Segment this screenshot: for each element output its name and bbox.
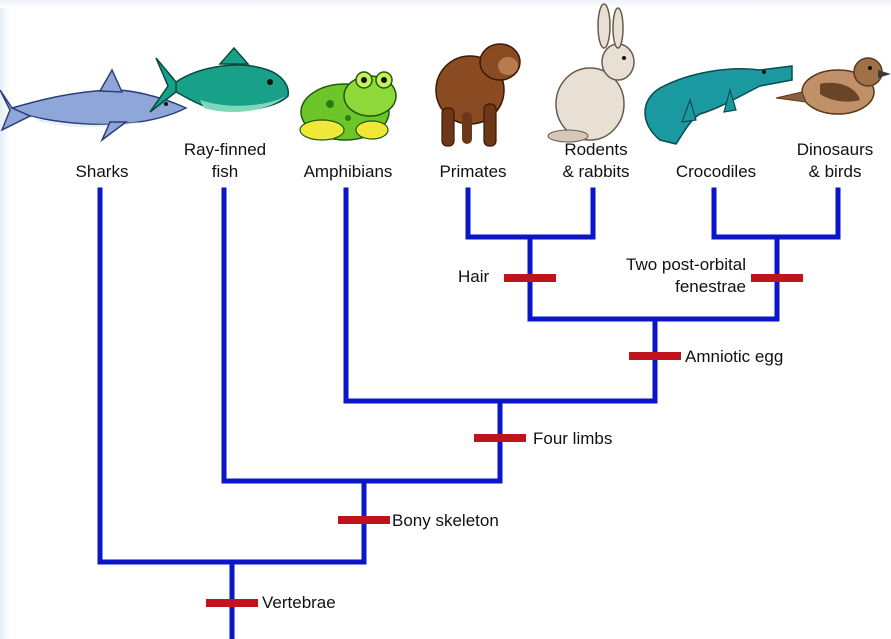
trait-label-four-limbs: Four limbs (533, 428, 612, 450)
trait-mark-hair (504, 274, 556, 282)
taxon-label-primates: Primates (418, 161, 528, 183)
trait-mark-vertebrae (206, 599, 258, 607)
frog-icon (300, 72, 396, 140)
trait-label-vertebrae: Vertebrae (262, 592, 336, 614)
taxon-label-amphibians: Amphibians (288, 161, 408, 183)
trait-mark-amniotic-egg (629, 352, 681, 360)
trait-label-hair: Hair (458, 266, 489, 288)
taxon-label-ray-finned-fish: Ray-finned fish (166, 139, 284, 183)
trait-label-amniotic-egg: Amniotic egg (685, 346, 783, 368)
rabbit-icon (548, 4, 634, 142)
taxon-label-rodents-rabbits: Rodents & rabbits (540, 139, 652, 183)
trait-label-bony-skeleton: Bony skeleton (392, 510, 499, 532)
trait-label-post-orbital: Two post-orbital fenestrae (586, 254, 746, 298)
taxon-label-dinosaurs-birds: Dinosaurs & birds (782, 139, 888, 183)
bird-icon (776, 58, 891, 114)
trait-mark-bony-skeleton (338, 516, 390, 524)
trait-marks (206, 274, 803, 607)
trait-mark-four-limbs (474, 434, 526, 442)
trait-mark-post-orbital (751, 274, 803, 282)
taxon-label-sharks: Sharks (52, 161, 152, 183)
crocodile-icon (645, 66, 792, 144)
ape-icon (436, 44, 520, 146)
taxon-label-crocodiles: Crocodiles (660, 161, 772, 183)
